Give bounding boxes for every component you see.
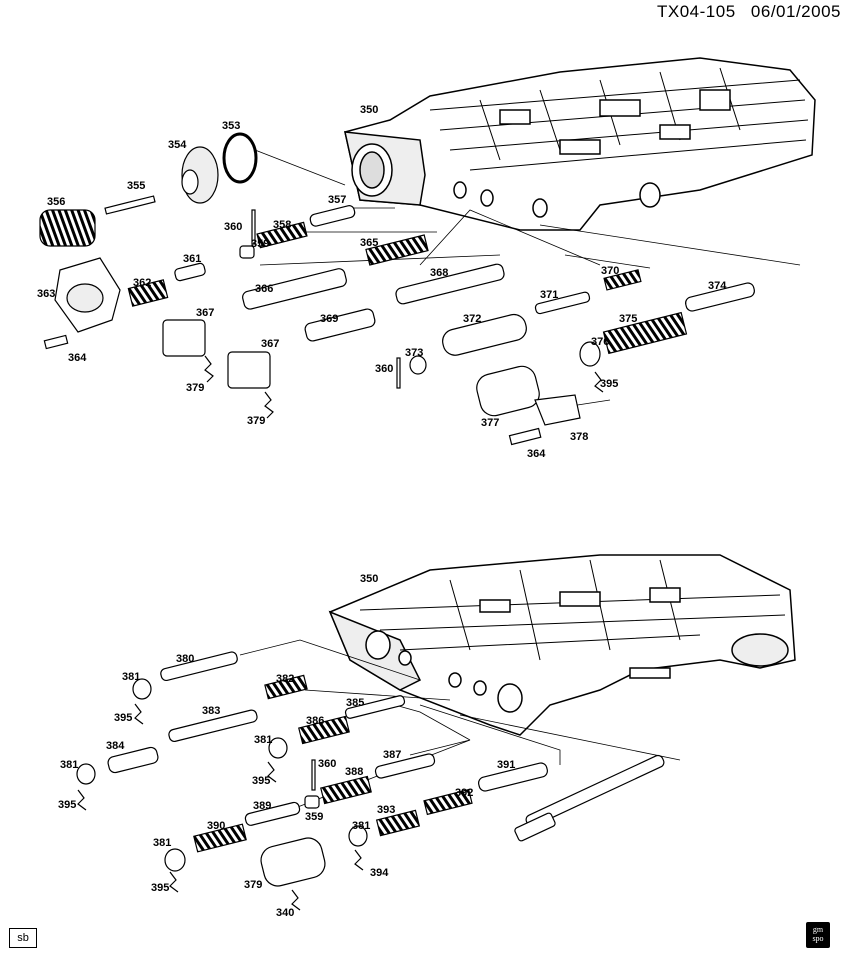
part-label-385: 385	[346, 697, 364, 709]
part-label-389: 389	[253, 800, 271, 812]
part-label-360: 360	[318, 758, 336, 770]
part-label-384: 384	[106, 740, 125, 752]
part-label-371: 371	[540, 289, 558, 301]
parts-upper	[39, 132, 755, 446]
part-label-379: 379	[244, 879, 262, 891]
part-label-355: 355	[127, 180, 145, 192]
part-label-394: 394	[370, 867, 389, 879]
part-label-391: 391	[497, 759, 515, 771]
part-label-378: 378	[570, 431, 588, 443]
part-label-390: 390	[207, 820, 225, 832]
part-label-383: 383	[202, 705, 220, 717]
part-label-377: 377	[481, 417, 499, 429]
part-label-388: 388	[345, 766, 363, 778]
part-label-395: 395	[151, 882, 169, 894]
parts-lower	[76, 651, 665, 911]
part-label-360: 360	[375, 363, 393, 375]
part-label-395: 395	[114, 712, 132, 724]
part-label-365: 365	[360, 237, 378, 249]
part-label-393: 393	[377, 804, 395, 816]
part-label-364: 364	[527, 448, 546, 460]
part-label-360: 360	[224, 221, 242, 233]
part-label-358: 358	[273, 219, 291, 231]
part-label-381: 381	[153, 837, 171, 849]
part-labels: 350 353 354 355 356 357 358 359 360 361 362 363 364 3…	[37, 104, 727, 919]
part-label-381: 381	[60, 759, 78, 771]
part-label-359: 359	[251, 238, 269, 250]
part-label-375: 375	[619, 313, 637, 325]
part-label-359: 359	[305, 811, 323, 823]
part-label-373: 373	[405, 347, 423, 359]
part-label-362: 362	[133, 277, 151, 289]
part-label-367: 367	[261, 338, 279, 350]
part-label-376: 376	[591, 336, 609, 348]
part-label-366: 366	[255, 283, 273, 295]
part-label-340: 340	[276, 907, 294, 919]
part-label-364: 364	[68, 352, 87, 364]
diagram-date: 06/01/2005	[750, 2, 841, 21]
part-label-379: 379	[186, 382, 204, 394]
part-label-357: 357	[328, 194, 346, 206]
part-label-354: 354	[168, 139, 187, 151]
part-label-386: 386	[306, 715, 324, 727]
part-label-363: 363	[37, 288, 55, 300]
part-label-381: 381	[352, 820, 370, 832]
gm-spo-logo: gm spo	[806, 922, 830, 948]
part-label-370: 370	[601, 265, 619, 277]
part-label-387: 387	[383, 749, 401, 761]
part-label-356: 356	[47, 196, 65, 208]
part-label-395: 395	[58, 799, 76, 811]
part-label-379: 379	[247, 415, 265, 427]
part-label-392: 392	[455, 787, 473, 799]
part-label-361: 361	[183, 253, 201, 265]
part-label-374: 374	[708, 280, 727, 292]
part-label-380: 380	[176, 653, 194, 665]
part-label-350: 350	[360, 104, 378, 116]
part-label-350: 350	[360, 573, 378, 585]
part-label-353: 353	[222, 120, 240, 132]
part-label-368: 368	[430, 267, 448, 279]
part-label-381: 381	[254, 734, 272, 746]
part-label-395: 395	[600, 378, 618, 390]
sb-box: sb	[9, 928, 37, 948]
diagram-code: TX04-105	[657, 2, 736, 21]
part-label-369: 369	[320, 313, 338, 325]
valve-body-lower	[328, 554, 796, 736]
diagram-header: TX04-105 06/01/2005	[647, 2, 841, 22]
part-label-382: 382	[276, 673, 294, 685]
valve-body-upper	[344, 57, 816, 231]
leader-lines-lower	[239, 639, 681, 811]
part-label-367: 367	[196, 307, 214, 319]
part-label-381: 381	[122, 671, 140, 683]
part-label-372: 372	[463, 313, 481, 325]
part-label-395: 395	[252, 775, 270, 787]
o-ring-353	[222, 132, 258, 184]
